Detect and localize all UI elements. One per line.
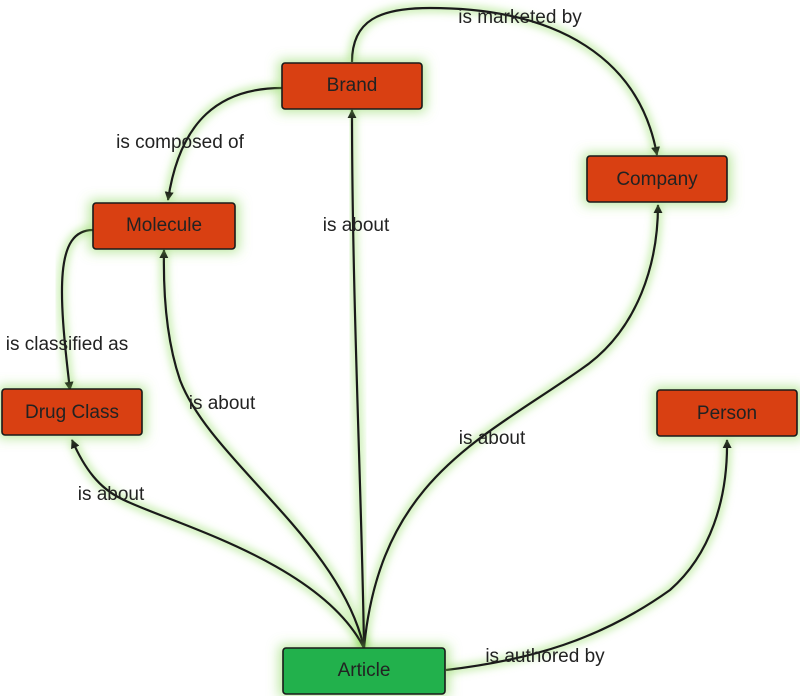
node-article[interactable]: Article: [282, 647, 446, 695]
label-article-molecule-is-about: is about: [189, 393, 256, 414]
edge-article-brand: [347, 109, 366, 649]
node-company-box[interactable]: [586, 155, 728, 203]
node-drug-class-box[interactable]: [1, 388, 143, 436]
label-is-composed-of: is composed of: [116, 132, 245, 153]
label-is-classified-as: is classified as: [6, 334, 129, 355]
edges: [60, 6, 732, 672]
edge-labels: is marketed by is composed of is classif…: [6, 7, 605, 667]
node-article-box[interactable]: [282, 647, 446, 695]
node-molecule[interactable]: Molecule: [92, 202, 236, 250]
node-person-box[interactable]: [656, 389, 798, 437]
node-drug-class[interactable]: Drug Class: [1, 388, 143, 436]
node-article-label: Article: [338, 660, 391, 681]
label-article-drugclass-is-about: is about: [78, 484, 145, 505]
label-is-authored-by: is authored by: [485, 646, 605, 667]
label-article-company-is-about: is about: [459, 428, 526, 449]
node-person[interactable]: Person: [656, 389, 798, 437]
node-brand-box[interactable]: [281, 62, 423, 110]
edge-molecule-drugclass: [60, 228, 94, 391]
node-drug-class-label: Drug Class: [25, 402, 119, 423]
node-molecule-label: Molecule: [126, 215, 202, 236]
node-company-label: Company: [616, 169, 698, 190]
edge-brand-molecule: [164, 86, 283, 201]
edge-article-molecule: [159, 249, 366, 649]
node-person-label: Person: [697, 403, 757, 424]
node-molecule-box[interactable]: [92, 202, 236, 250]
node-brand[interactable]: Brand: [281, 62, 423, 110]
label-is-marketed-by: is marketed by: [458, 7, 582, 28]
label-article-brand-is-about: is about: [323, 215, 390, 236]
edge-article-drugclass: [70, 439, 365, 649]
edge-brand-company: [350, 6, 660, 156]
node-company[interactable]: Company: [586, 155, 728, 203]
node-brand-label: Brand: [327, 75, 378, 96]
edge-article-person: [445, 439, 732, 672]
edge-article-company: [362, 204, 663, 649]
